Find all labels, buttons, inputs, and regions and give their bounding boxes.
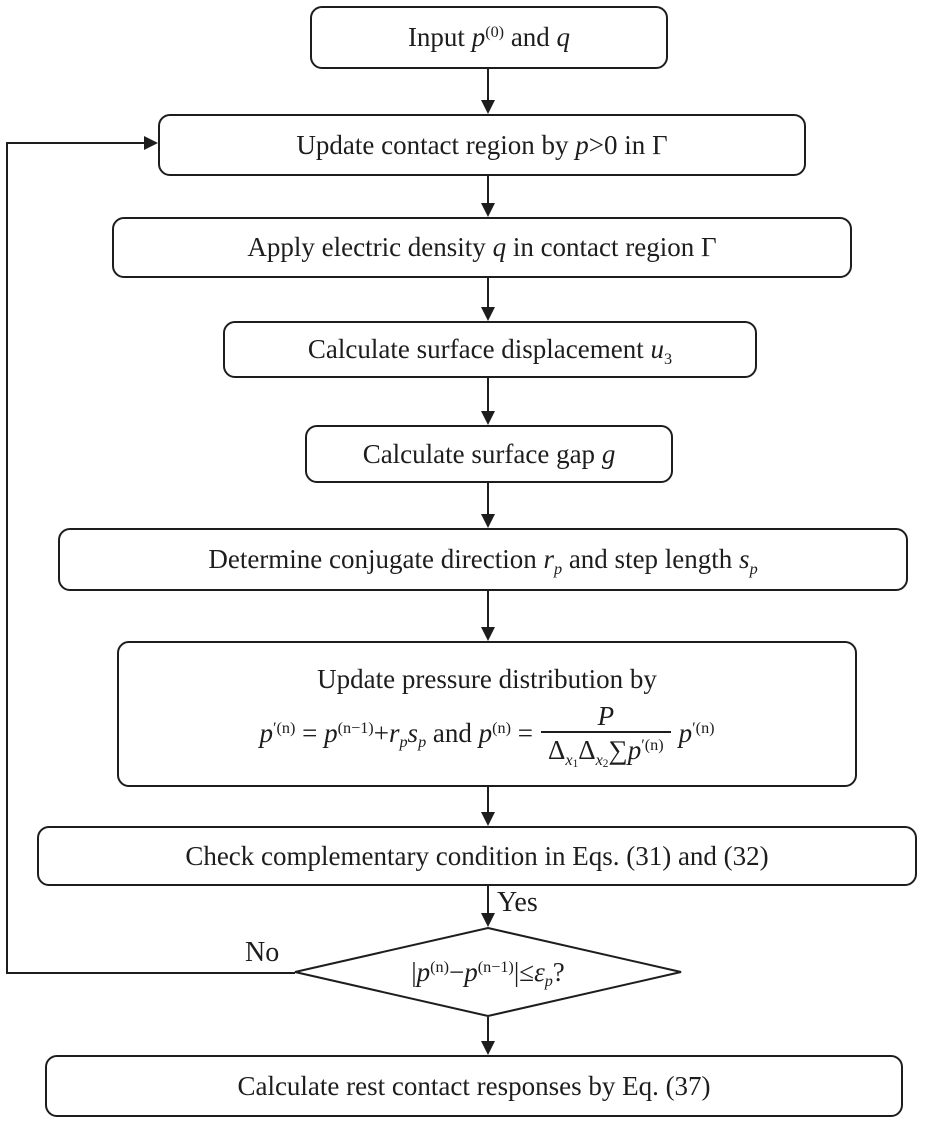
edge-direction-to-pressure-line bbox=[487, 591, 489, 628]
edge-input-to-update-arrowhead bbox=[481, 100, 495, 114]
decision-diamond-shape bbox=[294, 927, 682, 1017]
edge-direction-to-pressure-arrowhead bbox=[481, 627, 495, 641]
node-apply-electric-density: Apply electric density q in contact regi… bbox=[112, 217, 852, 278]
edge-displacement-to-gap-arrowhead bbox=[481, 411, 495, 425]
edge-input-to-update-line bbox=[487, 69, 489, 101]
no-loop-arrowhead bbox=[144, 136, 158, 150]
node-calc-rest-responses: Calculate rest contact responses by Eq. … bbox=[45, 1055, 903, 1117]
node-convergence-decision: |p(n)−p(n−1)|≤εp? bbox=[293, 927, 683, 1017]
edge-gap-to-direction-line bbox=[487, 483, 489, 515]
node-update-pressure: Update pressure distribution by p′(n) = … bbox=[117, 641, 857, 787]
node-check-complementary-condition: Check complementary condition in Eqs. (3… bbox=[37, 826, 917, 886]
node-conjugate-direction-step: Determine conjugate direction rp and ste… bbox=[58, 528, 908, 591]
equation-fraction: P Δx1Δx2∑p′(n) bbox=[541, 700, 671, 770]
edge-update-to-density-line bbox=[487, 176, 489, 204]
node-input-label: Input p(0) and q bbox=[407, 22, 571, 53]
no-loop-vertical-line bbox=[6, 142, 8, 974]
edge-gap-to-direction-arrowhead bbox=[481, 514, 495, 528]
node-apply-electric-density-label: Apply electric density q in contact regi… bbox=[247, 232, 717, 263]
edge-check-to-decision-line bbox=[487, 886, 489, 914]
fraction-numerator: P bbox=[597, 700, 615, 731]
node-calc-surface-displacement: Calculate surface displacement u3 bbox=[223, 321, 757, 378]
edge-displacement-to-gap-line bbox=[487, 378, 489, 412]
update-pressure-equation: p′(n) = p(n−1)+rpsp and p(n) = P Δx1Δx2∑… bbox=[259, 700, 715, 770]
edge-update-to-density-arrowhead bbox=[481, 203, 495, 217]
node-update-contact-region: Update contact region by p>0 in Γ bbox=[158, 114, 806, 176]
node-check-complementary-condition-label: Check complementary condition in Eqs. (3… bbox=[185, 840, 769, 871]
fraction-denominator: Δx1Δx2∑p′(n) bbox=[541, 731, 671, 770]
node-calc-surface-gap: Calculate surface gap g bbox=[305, 425, 673, 483]
node-calc-surface-gap-label: Calculate surface gap g bbox=[362, 438, 616, 469]
edge-decision-to-rest-arrowhead bbox=[481, 1041, 495, 1055]
edge-pressure-to-check-line bbox=[487, 787, 489, 813]
node-update-contact-region-label: Update contact region by p>0 in Γ bbox=[296, 129, 668, 160]
no-loop-bottom-line bbox=[6, 972, 295, 974]
equation-right-part: p′(n) bbox=[678, 717, 715, 748]
node-convergence-decision-label: |p(n)−p(n−1)|≤εp? bbox=[411, 956, 565, 990]
node-input: Input p(0) and q bbox=[310, 6, 668, 69]
edge-density-to-displacement-line bbox=[487, 278, 489, 308]
no-edge-label: No bbox=[245, 937, 280, 968]
update-pressure-title: Update pressure distribution by bbox=[317, 664, 657, 695]
node-calc-rest-responses-label: Calculate rest contact responses by Eq. … bbox=[237, 1070, 711, 1101]
edge-density-to-displacement-arrowhead bbox=[481, 307, 495, 321]
equation-left-part: p′(n) = p(n−1)+rpsp and p(n) = bbox=[259, 717, 533, 752]
yes-edge-label: Yes bbox=[497, 887, 538, 918]
edge-decision-to-rest-line bbox=[487, 1017, 489, 1042]
node-conjugate-direction-step-label: Determine conjugate direction rp and ste… bbox=[208, 544, 758, 578]
node-calc-surface-displacement-label: Calculate surface displacement u3 bbox=[307, 334, 673, 368]
no-loop-top-line bbox=[6, 142, 144, 144]
edge-check-to-decision-arrowhead bbox=[481, 913, 495, 927]
edge-pressure-to-check-arrowhead bbox=[481, 812, 495, 826]
